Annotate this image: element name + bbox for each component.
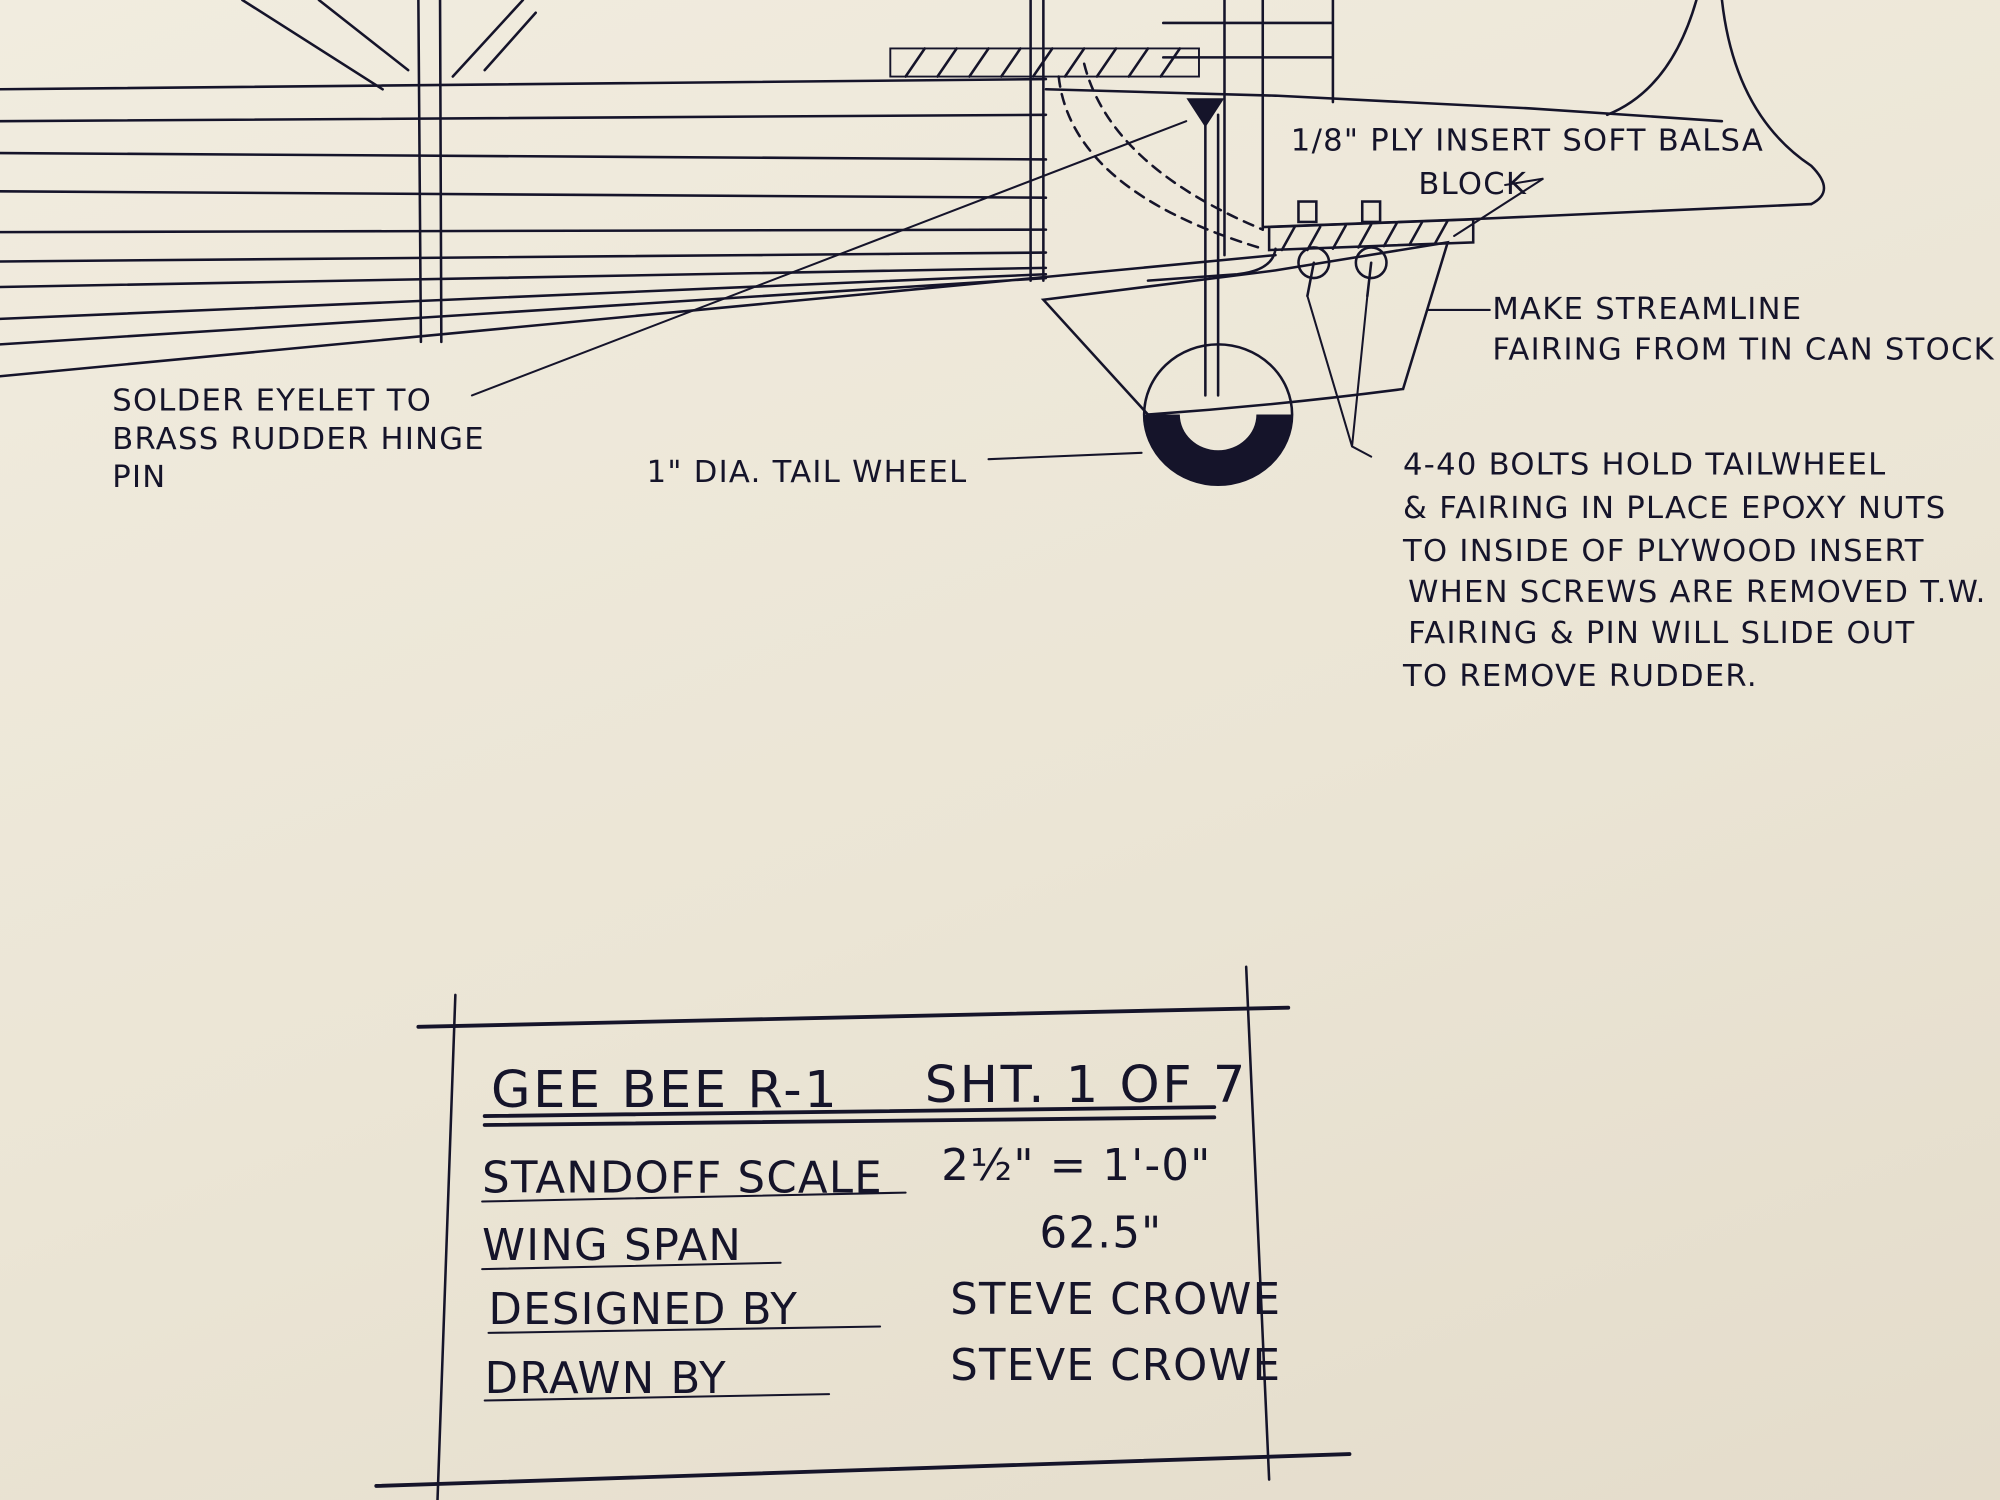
title-block-title: GEE BEE R-1 [491, 1061, 839, 1120]
title-block: GEE BEE R-1 SHT. 1 OF 7 STANDOFF SCALE 2… [374, 965, 1352, 1500]
title-row-label: STANDOFF SCALE [482, 1154, 883, 1204]
note-solder-3: PIN [112, 460, 166, 495]
fairing [1040, 240, 1450, 416]
title-row-value: STEVE CROWE [950, 1275, 1281, 1325]
title-row-value: 2½" = 1'-0" [941, 1141, 1211, 1191]
note-solder-2: BRASS RUDDER HINGE [112, 422, 485, 457]
note-bolts-line: 4-40 BOLTS HOLD TAILWHEEL [1403, 447, 1886, 482]
leader-lines [470, 120, 1544, 461]
note-solder-1: SOLDER EYELET TO [112, 384, 432, 419]
title-row-value: STEVE CROWE [950, 1341, 1281, 1391]
note-streamline-2: FAIRING FROM TIN CAN STOCK [1492, 333, 1995, 368]
tail-wheel [1142, 343, 1294, 486]
annotations: 1/8" PLY INSERT SOFT BALSA BLOCK MAKE ST… [112, 124, 1995, 695]
title-row-label: DESIGNED BY [489, 1285, 799, 1335]
balsa-block [1267, 200, 1475, 298]
title-block-sheet: SHT. 1 OF 7 [925, 1056, 1248, 1115]
fuselage-structure [0, 0, 1826, 397]
note-tail-wheel: 1" DIA. TAIL WHEEL [647, 455, 968, 490]
title-row-label: WING SPAN [482, 1221, 742, 1271]
note-bolts-line: FAIRING & PIN WILL SLIDE OUT [1408, 616, 1915, 651]
note-bolts-line: & FAIRING IN PLACE EPOXY NUTS [1403, 491, 1946, 526]
title-row-label: DRAWN BY [485, 1354, 727, 1404]
note-bolts-line: WHEN SCREWS ARE REMOVED T.W. [1408, 575, 1987, 610]
note-block: BLOCK [1418, 167, 1527, 202]
note-streamline-1: MAKE STREAMLINE [1492, 292, 1802, 327]
note-bolts-line: TO INSIDE OF PLYWOOD INSERT [1402, 534, 1925, 569]
note-ply-insert: 1/8" PLY INSERT SOFT BALSA [1291, 124, 1764, 159]
title-row-value: 62.5" [1040, 1208, 1163, 1258]
note-bolts-line: TO REMOVE RUDDER. [1402, 659, 1758, 694]
